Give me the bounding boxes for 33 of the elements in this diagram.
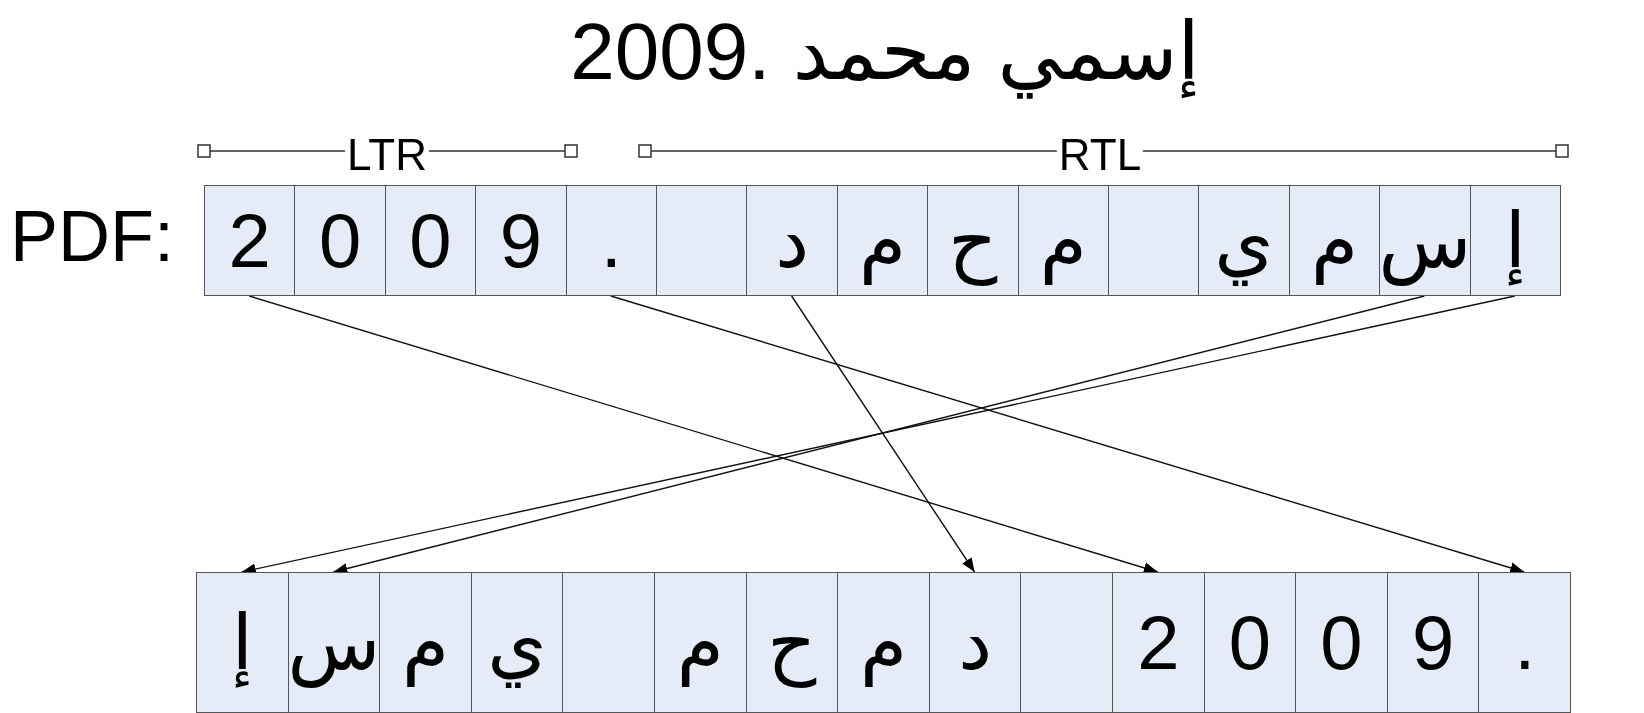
character-cell: إ [196, 572, 289, 713]
character-cell: ي [470, 572, 564, 713]
character-cell: 0 [384, 185, 477, 296]
character-cell: د [928, 572, 1022, 713]
character-cell: 0 [1203, 572, 1297, 713]
empty-cell [562, 572, 655, 713]
character-cell: . [565, 185, 657, 296]
character-cell: س [1379, 185, 1471, 296]
empty-cell [1020, 572, 1113, 713]
character-cell: م [1288, 185, 1381, 296]
character-cell: 2 [1112, 572, 1205, 713]
character-cell: ح [745, 572, 839, 713]
character-cell: ح [927, 185, 1019, 296]
character-cell: س [287, 572, 381, 713]
character-cell: إ [1469, 185, 1561, 296]
character-cell: 9 [1386, 572, 1480, 713]
empty-cell [656, 185, 748, 296]
character-cell: م [1017, 185, 1109, 296]
character-cell: 0 [1295, 572, 1388, 713]
character-cell: م [654, 572, 747, 713]
character-cell: 9 [475, 185, 567, 296]
character-cell: د [746, 185, 838, 296]
character-cell: م [379, 572, 472, 713]
arrow [248, 295, 1159, 574]
arrow [610, 295, 1525, 574]
empty-cell [1108, 185, 1200, 296]
character-cell: م [836, 185, 929, 296]
arrow [790, 295, 976, 573]
character-cell: 2 [204, 185, 296, 296]
character-cell: . [1478, 572, 1571, 713]
character-cell: ي [1198, 185, 1290, 296]
character-cell: م [837, 572, 930, 713]
character-cell: 0 [294, 185, 386, 296]
